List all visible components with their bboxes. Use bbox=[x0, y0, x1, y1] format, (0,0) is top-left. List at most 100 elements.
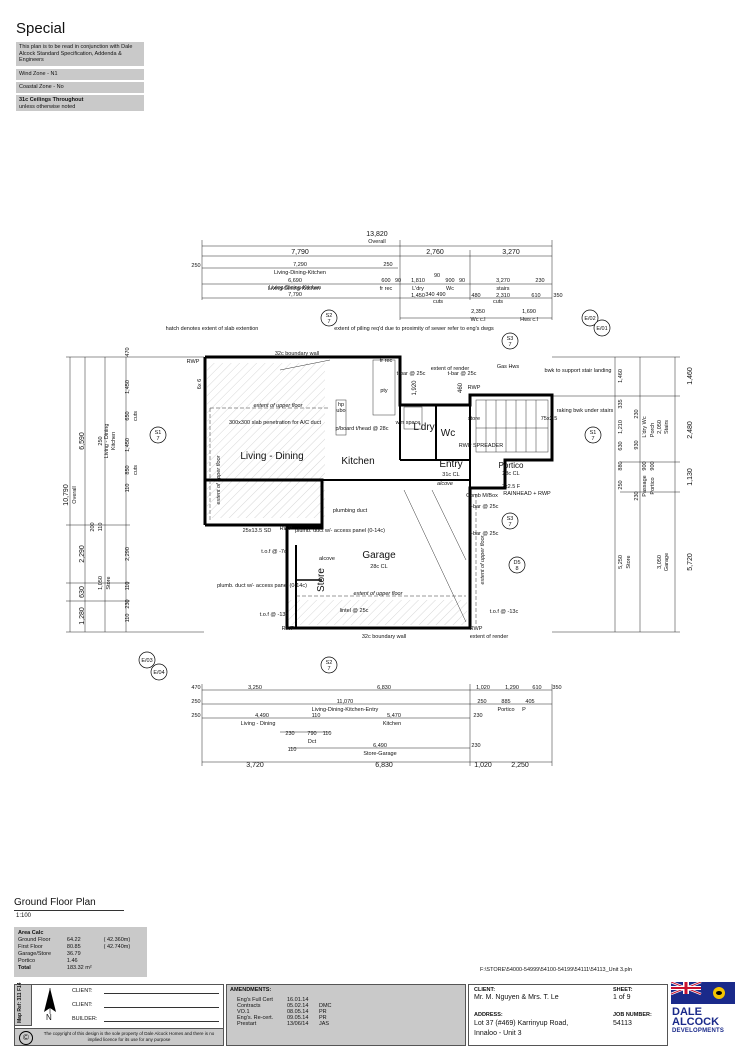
dim-left-sub-9: 1,050 bbox=[98, 576, 104, 590]
dim-b1-e: 1,290 bbox=[505, 685, 519, 691]
dim-right-label-store: Store bbox=[626, 555, 632, 568]
company-logo: DALE ALCOCK DEVELOPMENTS bbox=[670, 982, 736, 1048]
dim-r4-b: 1,450 bbox=[411, 293, 425, 299]
dim-1920: 1,920 bbox=[412, 380, 418, 396]
area-value: 1.46 bbox=[66, 958, 78, 964]
ubo: ubo bbox=[336, 408, 345, 414]
dim-r3-e: 90 bbox=[434, 273, 440, 279]
dim-b3-d: 5,470 bbox=[387, 713, 401, 719]
dim-left-sub-4: 1,450 bbox=[125, 438, 131, 452]
s1-left-id: S1 bbox=[155, 430, 162, 436]
section-marker-s2-bottom bbox=[320, 656, 338, 674]
dim-left-sub-7: 200 bbox=[90, 522, 96, 531]
pantry: pty bbox=[380, 388, 388, 394]
alcove-2: alcove bbox=[437, 481, 453, 487]
dim-right-sub-2: 1,210 bbox=[618, 420, 624, 434]
dim-b1-c: 6,830 bbox=[377, 685, 391, 691]
dim-r3-frrec: fr rec bbox=[380, 286, 393, 292]
dim-b2-p: P bbox=[522, 707, 526, 713]
dim-r3-c: 90 bbox=[395, 278, 401, 284]
coastal-zone-note: Coastal Zone - No bbox=[16, 82, 144, 93]
sd-size: 25x13.5 SD bbox=[243, 528, 272, 534]
amend-date: 16.01.14 bbox=[287, 997, 309, 1003]
table-row: Contracts 05.02.14 DMC bbox=[237, 1003, 332, 1009]
area-label: Portico bbox=[18, 958, 36, 964]
dim-b2-label: Living-Dining-Kitchen-Entry bbox=[312, 707, 379, 713]
amendments-title: AMENDMENTS: bbox=[230, 987, 272, 993]
s2-bottom-id: S2 bbox=[326, 660, 333, 666]
dim-b2-d: 885 bbox=[501, 699, 510, 705]
dim-r2-c: 250 bbox=[383, 262, 392, 268]
comb-mbox: Comb M/Box bbox=[466, 493, 498, 499]
amend-date: 08.05.14 bbox=[287, 1009, 309, 1015]
rwp-2: RWP bbox=[280, 526, 293, 532]
slab-penetration-note: 300x300 slab penetration for A/C duct bbox=[229, 420, 322, 426]
dim-overall: 13,820 bbox=[366, 231, 388, 238]
dim-right-label-ldry: L'dry Wc bbox=[642, 416, 648, 437]
dim-r4-d: 490 bbox=[436, 292, 445, 298]
dim-top-3: 3,270 bbox=[502, 249, 520, 256]
floor-plan-drawing: 13,820 Overall 7,790 2,760 3,270 250 7,2… bbox=[63, 231, 694, 769]
map-ref-box: Map Ref: 311 F14 bbox=[14, 982, 32, 1026]
room-entry: Entry bbox=[439, 459, 462, 470]
dim-right-sub-7: 900 bbox=[642, 461, 648, 470]
dim-r3-stairs: stairs bbox=[496, 286, 509, 292]
dim-b5-a: 110 bbox=[288, 747, 297, 753]
dim-r4-g: 610 bbox=[531, 293, 540, 299]
sheet-title: SHEET: bbox=[613, 987, 633, 993]
left-dimensions bbox=[66, 356, 204, 633]
dim-r4-c: 340 bbox=[425, 292, 434, 298]
file-path: F:\STORE\54000-54999\54100-54199\54111\5… bbox=[480, 967, 632, 973]
dim-b3-a: 250 bbox=[191, 713, 200, 719]
amend-date: 09.05.14 bbox=[287, 1015, 309, 1021]
area-value: 80.85 bbox=[66, 944, 81, 950]
upper-floor-4: extent of upper floor bbox=[480, 534, 486, 584]
dim-b6-a: 3,720 bbox=[246, 762, 264, 769]
dim-r3-f: 900 bbox=[445, 278, 454, 284]
dim-r3-label: Living-Dining-Kitchen bbox=[268, 286, 320, 292]
dim-b1-f: 610 bbox=[532, 685, 541, 691]
dim-r5-a: 2,350 bbox=[471, 309, 485, 315]
spec-note: This plan is to be read in conjunction w… bbox=[16, 42, 144, 66]
amend-date: 05.02.14 bbox=[287, 1003, 309, 1009]
s2-bottom-sheet: 7 bbox=[327, 666, 330, 672]
dim-b3-label-b: Kitchen bbox=[383, 721, 401, 727]
dim-r4-e: 480 bbox=[471, 293, 480, 299]
dim-right-sub-13: 230 bbox=[634, 491, 640, 500]
section-marker-s3-mid bbox=[501, 512, 519, 530]
dim-b1-d: 1,020 bbox=[476, 685, 490, 691]
dim-b2-a: 250 bbox=[191, 699, 200, 705]
s1-right-sheet: 7 bbox=[591, 436, 594, 442]
s1-right-id: S1 bbox=[590, 430, 597, 436]
d5-id: D5 bbox=[513, 560, 520, 566]
walls bbox=[203, 355, 554, 630]
tof-13c-2: t.o.f @ -13c bbox=[490, 609, 519, 615]
amend-by: DMC bbox=[319, 1003, 332, 1009]
plumb-duct-access-1: plumb. duct w/- access panel (0-14c) bbox=[295, 528, 385, 534]
dim-top-1: 7,790 bbox=[291, 249, 309, 256]
sheet-number: 1 of 9 bbox=[613, 994, 631, 1001]
dim-right-4: 5,720 bbox=[687, 553, 694, 571]
dim-right-sub-12: 230 bbox=[634, 409, 640, 418]
dim-right-sub-1: 335 bbox=[618, 399, 624, 408]
amend-desc: Contracts bbox=[237, 1003, 261, 1009]
render-2: extent of render bbox=[470, 634, 509, 640]
render-1: extent of render bbox=[431, 366, 470, 372]
ceiling-note: 31c Ceilings Throughout unless otherwise… bbox=[16, 95, 144, 111]
piling-note: extent of piling req'd due to proximity … bbox=[334, 326, 494, 332]
s2-top-id: S2 bbox=[326, 313, 333, 319]
copyright-text: The copyright of this design is the sole… bbox=[43, 1031, 215, 1042]
ceiling-note-bold: 31c Ceilings Throughout bbox=[19, 97, 84, 103]
dim-b2-portico: Portico bbox=[497, 707, 514, 713]
area-value: 36.79 bbox=[66, 951, 81, 957]
elevation-marker-e02 bbox=[581, 309, 599, 327]
dim-left-sub-12: 230 bbox=[125, 599, 131, 608]
plan-title-underline bbox=[14, 910, 124, 911]
dim-left-label-store: Store bbox=[106, 576, 112, 589]
portico-fix: 7x2.5 F bbox=[502, 484, 521, 490]
amend-desc: Prestart bbox=[237, 1021, 257, 1027]
s3-mid-sheet: 7 bbox=[508, 522, 511, 528]
dim-left-sub-6: 110 bbox=[125, 484, 131, 493]
rwp-5: RWP bbox=[468, 385, 481, 391]
